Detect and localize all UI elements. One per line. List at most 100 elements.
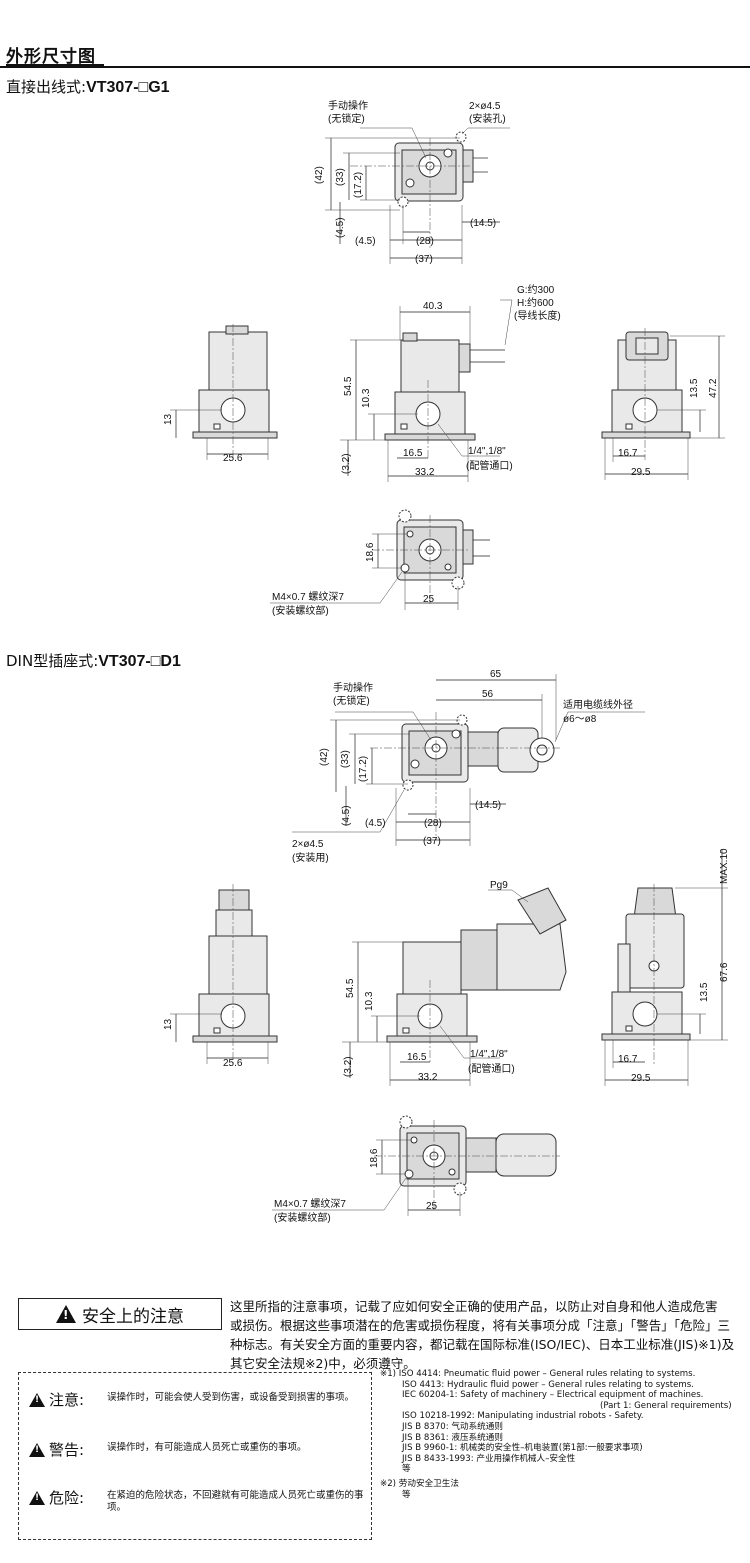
title-rule xyxy=(0,66,750,68)
s1-right-d47-2: 47.2 xyxy=(708,378,719,398)
s2-manual-sub: (无锁定) xyxy=(333,694,370,707)
s1-top-d17-2: (17.2) xyxy=(353,172,364,198)
note-line: JIS B 8433-1993: 产业用操作机械人–安全性 xyxy=(402,1453,576,1464)
s2-left-d25-6: 25.6 xyxy=(223,1058,243,1069)
s1-top-view xyxy=(325,127,510,264)
s2-top-d4-5v: (4.5) xyxy=(341,805,352,826)
s2-bottom-din-connector xyxy=(495,1133,557,1177)
s1-front-d3-2: (3.2) xyxy=(341,453,352,474)
note-line: ※2) 劳动安全卫生法 xyxy=(380,1478,459,1489)
s2-cable-label: 适用电缆线外径 xyxy=(563,698,633,711)
s1-front-d10-3: 10.3 xyxy=(361,388,372,408)
s2-top-view xyxy=(292,674,645,846)
warning-triangle-icon xyxy=(56,1305,76,1323)
level-caution: 注意: 误操作时，可能会使人受到伤害，或设备受到损害的事项。 xyxy=(29,1389,369,1410)
s1-thread-sub: (安装螺纹部) xyxy=(272,604,329,617)
s2-holes-label: 2×ø4.5 xyxy=(292,839,324,850)
note-line: ISO 4413: Hydraulic fluid power – Genera… xyxy=(402,1379,694,1390)
danger-warning-icon xyxy=(29,1490,45,1505)
s2-top-d42: (42) xyxy=(319,748,330,766)
level-danger-desc: 在紧迫的危险状态，不回避就有可能造成人员死亡或重伤的事项。 xyxy=(107,1490,364,1513)
s1-port-size: 1/4",1/8" xyxy=(468,446,506,457)
section2-model: VT307-□D1 xyxy=(98,653,181,670)
level-caution-label: 注意 xyxy=(49,1391,80,1409)
s2-front-view xyxy=(342,887,567,1086)
caution-warning-icon xyxy=(29,1392,45,1407)
s1-manual-sub: (无锁定) xyxy=(328,112,365,125)
s1-mount-hole-top xyxy=(455,131,467,143)
note-line: ISO 10218-1992: Manipulating industrial … xyxy=(402,1411,644,1422)
level-danger-label: 危险 xyxy=(49,1489,80,1507)
s1-front-coil xyxy=(400,339,460,393)
s2-top-d33: (33) xyxy=(340,750,351,768)
s1-right-plate xyxy=(601,431,691,439)
title-underline xyxy=(6,64,104,67)
s1-right-view xyxy=(601,328,725,480)
s2-front-d3-2: (3.2) xyxy=(343,1056,354,1077)
s2-left-view xyxy=(170,884,278,1064)
s1-left-d25-6: 25.6 xyxy=(223,453,243,464)
s2-top-d17-2: (17.2) xyxy=(358,756,369,782)
s2-top-d4-5h: (4.5) xyxy=(365,818,386,829)
safety-desc-line-1: 这里所指的注意事项，记载了应如何安全正确的使用产品，以防止对自身和他人造成危害 xyxy=(230,1299,718,1314)
safety-title: 安全上的注意 xyxy=(82,1306,184,1327)
s2-port-sub: (配管通口) xyxy=(468,1062,515,1075)
s2-pg: Pg9 xyxy=(490,880,508,891)
s2-manual-label: 手动操作 xyxy=(333,681,373,694)
level-danger: 危险: 在紧迫的危险状态，不回避就有可能造成人员死亡或重伤的事项。 xyxy=(29,1487,369,1514)
s2-port-size: 1/4",1/8" xyxy=(470,1049,508,1060)
s2-bottom-d18-6: 18.6 xyxy=(369,1148,380,1168)
note-line: JIS B 8361: 液压系统通则 xyxy=(402,1432,503,1443)
s2-front-coil xyxy=(402,941,462,995)
safety-desc-line-2: 或损伤。根据这些事项潜在的危害或损伤程度，将有关事项分成「注意」「警告」「危险」… xyxy=(230,1318,731,1333)
s2-front-d16-5: 16.5 xyxy=(407,1052,427,1063)
s1-lead-sub: (导线长度) xyxy=(514,309,561,322)
s2-top-din-connector xyxy=(467,731,499,767)
s2-right-d29-5: 29.5 xyxy=(631,1073,651,1084)
s1-right-d13-5: 13.5 xyxy=(689,378,700,398)
s1-manual-label: 手动操作 xyxy=(328,99,368,112)
s2-right-d13-5: 13.5 xyxy=(699,982,710,1002)
note-line: JIS B 9960-1: 机械类的安全性–机电装置(第1部:一般要求事项) xyxy=(402,1443,643,1454)
note-line: 等 xyxy=(402,1464,411,1475)
s2-thread: M4×0.7 螺纹深7 xyxy=(274,1197,346,1210)
s2-thread-sub: (安装螺纹部) xyxy=(274,1211,331,1224)
note-line: (Part 1: General requirements) xyxy=(600,1400,732,1411)
s2-holes-sub: (安装用) xyxy=(292,851,329,864)
s1-right-d16-7: 16.7 xyxy=(618,448,638,459)
s2-top-d56: 56 xyxy=(482,689,494,700)
s1-thread: M4×0.7 螺纹深7 xyxy=(272,590,344,603)
note-line: IEC 60204-1: Safety of machinery – Elect… xyxy=(402,1390,704,1401)
s2-right-d16-7: 16.7 xyxy=(618,1054,638,1065)
s2-front-din-body xyxy=(460,929,498,991)
section1-model: VT307-□G1 xyxy=(86,79,170,96)
s1-top-d4-5h: (4.5) xyxy=(355,236,376,247)
s2-left-d13: 13 xyxy=(163,1018,174,1030)
s1-left-view xyxy=(170,324,278,460)
s2-top-d37: (37) xyxy=(423,836,441,847)
s1-front-d54-5: 54.5 xyxy=(343,376,354,396)
s2-bottom-view xyxy=(272,1115,560,1216)
level-warning-desc: 误操作时，有可能造成人员死亡或重伤的事项。 xyxy=(107,1442,307,1453)
safety-title-box: 安全上的注意 xyxy=(18,1298,222,1330)
s1-port-sub: (配管通口) xyxy=(466,459,513,472)
s1-front-d40-3: 40.3 xyxy=(423,301,443,312)
note-line: JIS B 8370: 气动系统通则 xyxy=(402,1421,503,1432)
s1-front-plate xyxy=(384,433,476,441)
s2-right-view xyxy=(601,850,728,1086)
s2-front-gland xyxy=(517,887,567,935)
safety-levels-box: 注意: 误操作时，可能会使人受到伤害，或设备受到损害的事项。 警告: 误操作时，… xyxy=(18,1372,372,1540)
s1-front-d16-5: 16.5 xyxy=(403,448,423,459)
s1-holes-sub: (安装孔) xyxy=(469,112,506,125)
s2-cable-range: ø6〜ø8 xyxy=(563,714,597,725)
s1-holes-label: 2×ø4.5 xyxy=(469,101,501,112)
s1-lead-h: H:约600 xyxy=(517,296,554,309)
s2-top-d65: 65 xyxy=(490,669,502,680)
safety-desc-line-3: 种标志。有关安全方面的重要内容，都记载在国际标准(ISO/IEC)、日本工业标准… xyxy=(230,1337,735,1352)
note-line: 等 xyxy=(402,1489,411,1500)
s1-bottom-d25: 25 xyxy=(423,594,435,605)
s1-front-d33-2: 33.2 xyxy=(415,467,435,478)
s1-front-view xyxy=(340,299,513,482)
